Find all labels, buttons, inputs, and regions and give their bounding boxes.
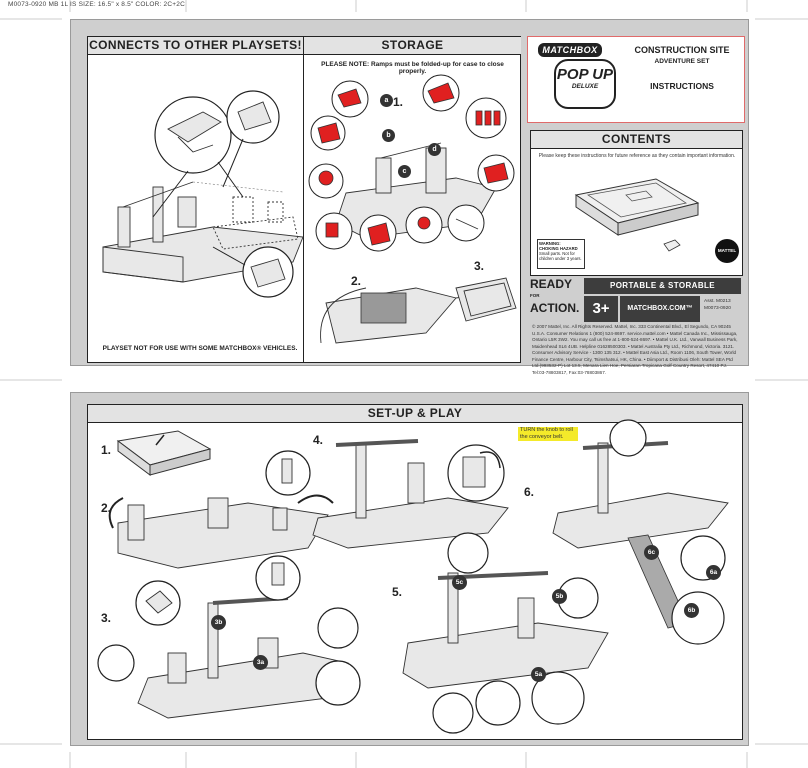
case-illustration [574,178,700,236]
code-text: M0073-0920 [704,306,731,311]
badge-6b: 6b [684,603,699,618]
setup-step-1: 1. [101,443,112,457]
popup-logo-text: POP UP [556,66,614,83]
setup-step-5: 5. [392,585,403,599]
warning-box: WARNING: CHOKING HAZARD Small parts. Not… [537,239,585,269]
warning-text: Small parts. Not for children under 3 ye… [539,251,582,261]
badge-3b: 3b [211,615,226,630]
callout-3-right [317,607,359,649]
badge-a: a [380,94,393,107]
brand-panel: MATCHBOX POP UP DELUXE CONSTRUCTION SITE… [527,36,745,123]
storage-step-1: 1. [393,95,404,109]
ready-text: READY [530,277,572,291]
asst-code: Asst. M0213 M0073-0920 [704,298,740,312]
callout-6b [671,591,725,645]
legal-text: © 2007 Mattel, Inc. All Rights Reserved.… [532,324,738,375]
asst-text: Asst. M0213 [704,299,731,304]
callout-5-bottom-1 [432,692,474,734]
storage-title: STORAGE [303,37,521,55]
callout-3-bottom-right [315,660,361,706]
connects-title: CONNECTS TO OTHER PLAYSETS! [88,37,303,55]
setup-step-2: 2. [101,501,112,515]
popup-logo-sub: DELUXE [571,83,599,90]
left-panel: CONNECTS TO OTHER PLAYSETS! STORAGE PLAY… [87,36,521,363]
portable-storable-bar: PORTABLE & STORABLE [584,278,741,294]
step3-crane-illustration [137,596,349,719]
setup-illustrations [97,419,729,734]
callout-3-bottom-left [97,644,135,682]
callout-5c [447,532,489,574]
step2-unfold-illustration [108,494,334,569]
badge-c: c [398,165,411,178]
badge-5a: 5a [531,667,546,682]
small-part-icon [663,239,681,252]
step1-case-illustration [116,430,212,476]
storage-note: PLEASE NOTE: Ramps must be folded-up for… [321,61,504,75]
badge-6c: 6c [644,545,659,560]
connects-illustration [102,90,304,298]
storage-step-3: 3. [474,259,485,273]
for-text: FOR [530,293,540,298]
setup-step-4: 4. [313,433,324,447]
action-text: ACTION. [530,301,580,315]
setup-panel: SET-UP & PLAY 1. 2. 3. 4. 5. 6. TURN the… [87,404,743,740]
product-title-1: CONSTRUCTION SITE [634,45,730,55]
matchbox-logo: MATCHBOX [538,43,602,57]
callout-5-bottom-2 [475,680,521,726]
product-title-2: ADVENTURE SET [654,58,710,65]
warning-sub: CHOKING HAZARD [539,246,578,251]
badge-3a: 3a [253,655,268,670]
setup-title: SET-UP & PLAY [88,405,742,423]
age-badge: 3+ [584,296,618,322]
popup-logo: POP UP DELUXE [554,59,616,109]
contents-note: Please keep these instructions for futur… [538,153,736,159]
badge-5b: 5b [552,589,567,604]
storage-step-2: 2. [351,274,362,288]
print-info: M0073-0920 MB 1L IS SIZE: 16.5" x 8.5" C… [8,1,185,8]
badge-d: d [428,143,441,156]
footer-bar: READY FOR ACTION. PORTABLE & STORABLE 3+… [530,276,741,326]
callout-5a [531,671,585,725]
setup-step-6: 6. [524,485,535,499]
ready-for-action-logo: READY FOR ACTION. [530,277,580,322]
panel-divider [303,55,304,362]
website-text: MATCHBOX.COM™ [620,296,700,322]
turn-knob-note: TURN the knob to roll the conveyor belt. [518,427,578,441]
contents-panel: CONTENTS Please keep these instructions … [530,130,743,276]
instructions-title: INSTRUCTIONS [650,81,714,91]
badge-6a: 6a [706,565,721,580]
contents-title: CONTENTS [531,131,742,149]
storage-illustration [308,74,517,344]
setup-step-3: 3. [101,611,112,625]
callout-bottom-4 [447,204,485,242]
callout-6-top [609,419,647,457]
badge-5c: 5c [452,575,467,590]
badge-b: b [382,129,395,142]
mattel-logo: MATTEL [715,239,739,263]
warning-title: WARNING: [539,241,561,246]
connects-footer-note: PLAYSET NOT FOR USE WITH SOME MATCHBOX® … [102,345,298,352]
